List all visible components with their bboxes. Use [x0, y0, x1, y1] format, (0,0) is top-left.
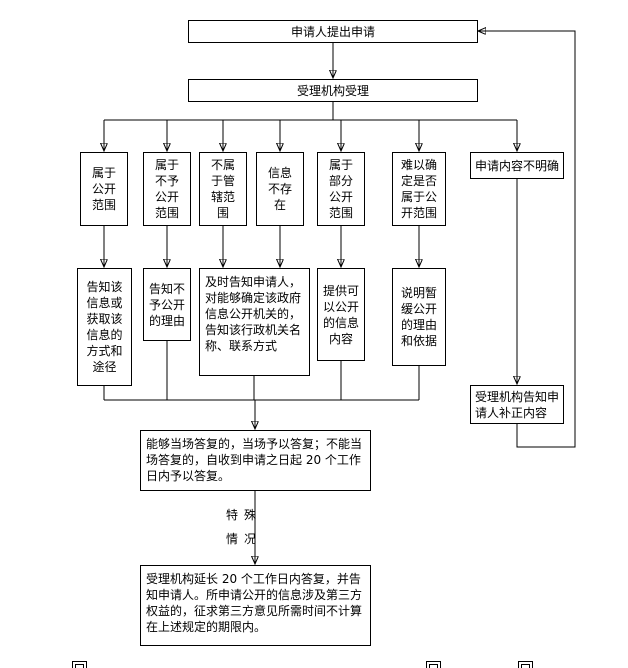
node-apply: 申请人提出申请: [188, 20, 478, 43]
connector-supplement-loopback: [478, 31, 576, 448]
cutoff-symbol: [72, 661, 87, 668]
node-ask-supplement: 受理机构告知申请人补正内容: [470, 385, 564, 424]
node-inform-access: 告知该信息或获取该信息的方式和途径: [77, 268, 132, 386]
node-branch-no-jurisdiction: 不属于管辖范围: [199, 152, 247, 226]
label-special-case: 特殊情况: [225, 508, 262, 546]
cutoff-symbol: [518, 661, 533, 668]
node-provide-content: 提供可以公开的信息内容: [317, 268, 365, 361]
node-content-unclear: 申请内容不明确: [470, 152, 564, 179]
node-reply-rule: 能够当场答复的，当场予以答复；不能当场答复的，自收到申请之日起 20 个工作日内…: [140, 430, 371, 491]
node-branch-partial: 属于部分公开范围: [317, 152, 365, 226]
node-extend-rule: 受理机构延长 20 个工作日内答复，并告知申请人。所申请公开的信息涉及第三方权益…: [140, 565, 371, 646]
node-inform-reason: 告知不予公开的理由: [143, 268, 191, 341]
cutoff-symbol: [426, 661, 441, 668]
node-branch-not-public: 属于不予公开范围: [143, 152, 191, 226]
node-branch-public: 属于公开范围: [80, 152, 128, 226]
node-accept: 受理机构受理: [188, 79, 478, 102]
node-explain-postpone: 说明暂缓公开的理由和依据: [392, 268, 446, 366]
node-inform-authority: 及时告知申请人，对能够确定该政府信息公开机关的，告知该行政机关名称、联系方式: [199, 268, 310, 376]
node-branch-hard-to-determine: 难以确定是否属于公开范围: [392, 152, 446, 226]
node-branch-not-exist: 信息不存在: [256, 152, 304, 226]
